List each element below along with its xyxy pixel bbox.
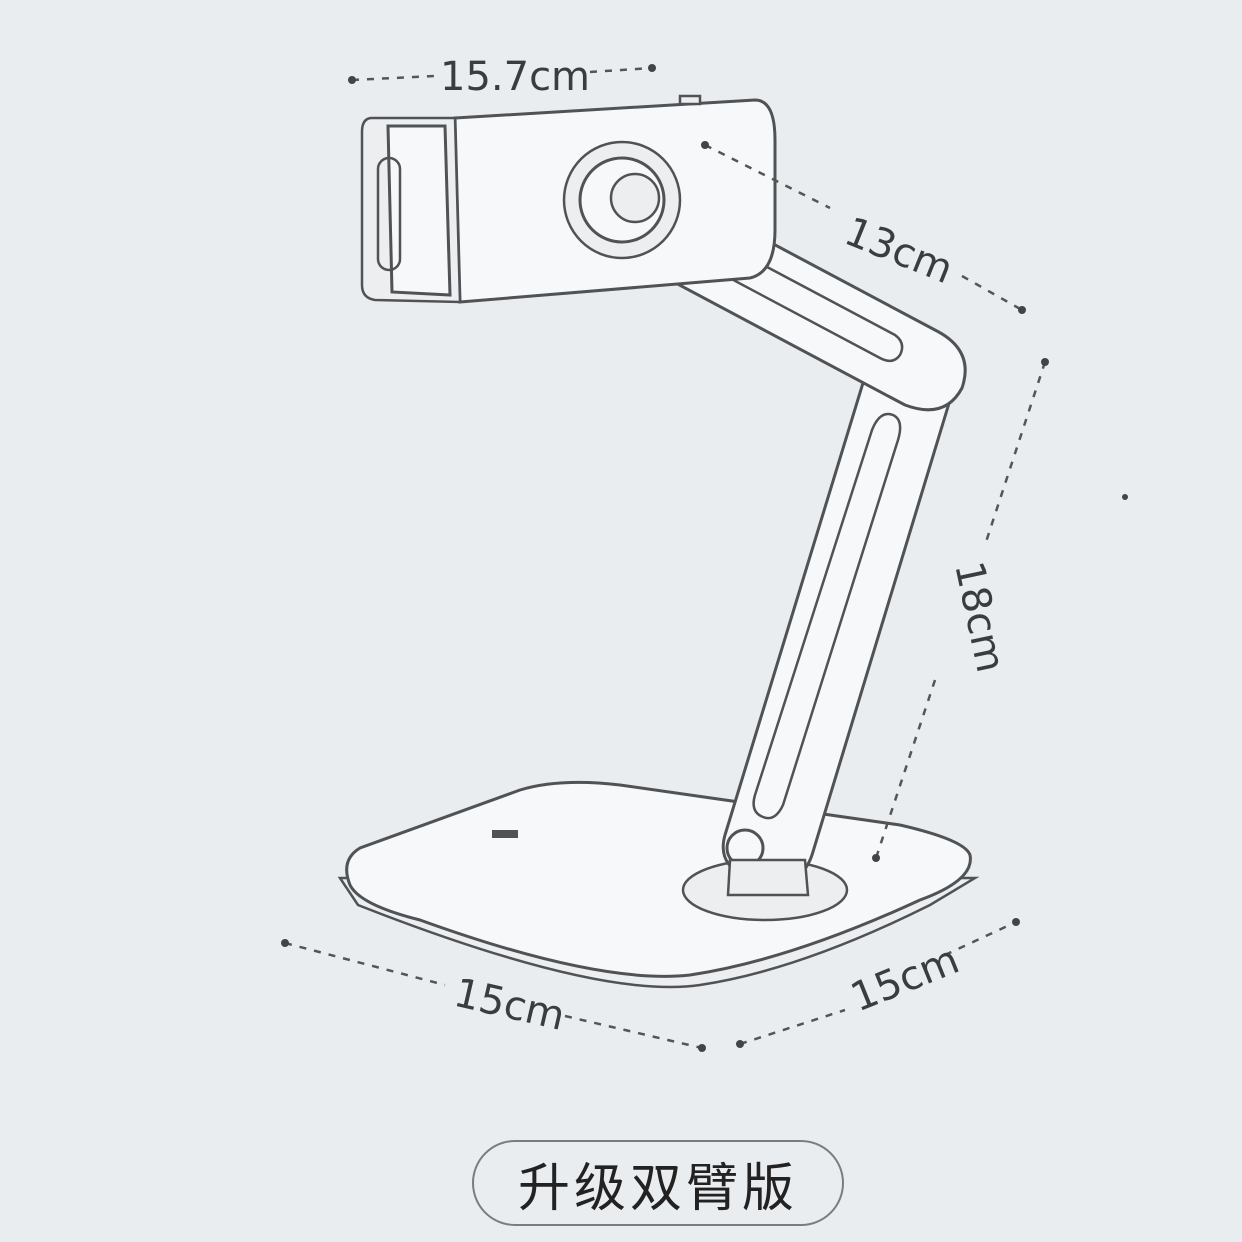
brand-logo-mark bbox=[492, 830, 518, 838]
stray-dot bbox=[1122, 494, 1128, 500]
base-width-label: 15cm bbox=[450, 970, 569, 1040]
stand-base bbox=[337, 780, 980, 989]
holder-width-label: 15.7cm bbox=[440, 54, 590, 100]
dimension-holder-width: 15.7cm bbox=[348, 54, 656, 100]
upper-arm-label: 13cm bbox=[838, 209, 959, 294]
base-depth-label: 15cm bbox=[845, 937, 966, 1022]
tablet-holder bbox=[360, 94, 777, 304]
version-badge: 升级双臂版 bbox=[472, 1140, 844, 1226]
lower-arm-label: 18cm bbox=[945, 558, 1013, 677]
lower-arm bbox=[721, 331, 956, 897]
